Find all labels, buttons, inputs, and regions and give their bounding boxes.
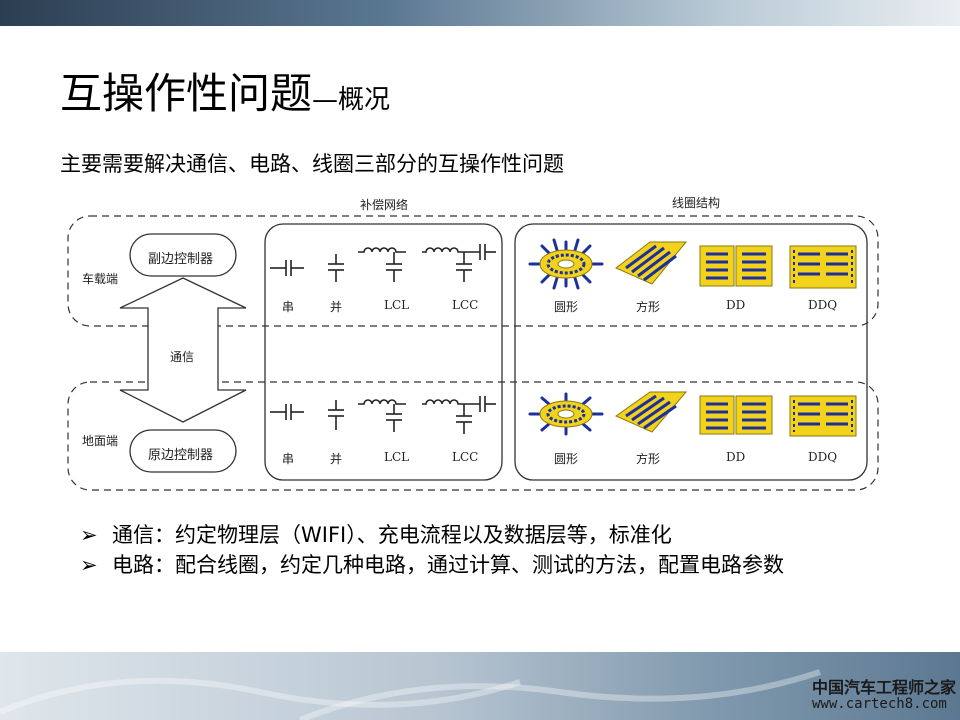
circuit-series-top [270,260,304,276]
coil-structure-box [514,223,868,481]
bullet-item: ➢ 电路：配合线圈，约定几种电路，通过计算、测试的方法，配置电路参数 [80,550,900,580]
ground-side-label: 地面端 [82,434,119,448]
slide-subtitle: 主要需要解决通信、电路、线圈三部分的互操作性问题 [60,152,564,176]
bullet-text: 电路：配合线圈，约定几种电路，通过计算、测试的方法，配置电路参数 [112,553,784,577]
header-band [0,0,960,26]
coil-label: 方形 [636,300,661,314]
slide-title: 互操作性问题—概况 [60,60,390,121]
vehicle-side-label: 车载端 [82,272,119,286]
communication-label: 通信 [170,350,195,364]
coil-structure-label: 线圈结构 [672,196,721,210]
coil-dd-bottom [699,395,773,435]
coil-label: 圆形 [554,452,579,466]
primary-controller-box [129,429,237,473]
vehicle-side-box [67,215,879,327]
arrow-bullet-icon: ➢ [80,553,98,577]
coil-ddq-bottom [789,395,857,437]
circuit-label: LCC [452,450,479,464]
coil-label: DD [726,298,746,312]
coil-label: DDQ [808,450,838,464]
title-main: 互操作性问题 [60,69,313,118]
circuit-parallel-top [328,254,344,282]
circuit-lcl-top [358,247,406,282]
title-dash: — [312,85,339,115]
coil-circular-bottom [528,392,604,436]
secondary-controller-label: 副边控制器 [148,252,214,267]
circuit-lcc-bottom [422,396,496,434]
footer-band [0,652,960,720]
circuit-label: 串 [282,300,295,314]
watermark-url: www.cartech8.com [812,696,947,712]
title-sub: 概况 [338,85,391,115]
compensation-network-box [264,223,503,481]
bullet-list: ➢ 通信：约定物理层（WIFI）、充电流程以及数据层等，标准化 ➢ 电路：配合线… [80,520,900,580]
watermark-cn: 中国汽车工程师之家 [812,678,957,697]
coil-label: DD [726,450,746,464]
coil-square-bottom [614,391,688,433]
circuit-label: 串 [282,452,295,466]
coil-label: 方形 [636,452,661,466]
circuit-parallel-bottom [328,400,344,430]
bullet-item: ➢ 通信：约定物理层（WIFI）、充电流程以及数据层等，标准化 [80,520,900,550]
coil-ddq-top [789,245,857,289]
circuit-label: 并 [330,452,343,466]
communication-arrow [119,277,247,423]
bullet-text: 通信：约定物理层（WIFI）、充电流程以及数据层等，标准化 [112,523,672,547]
coil-circular-top [528,238,604,290]
coil-label: DDQ [808,298,838,312]
coil-square-top [615,241,688,285]
circuit-lcc-top [422,244,496,282]
coil-dd-top [699,245,773,287]
circuit-label: LCC [452,298,479,312]
circuit-label: LCL [384,298,410,312]
circuit-label: LCL [384,450,410,464]
coil-label: 圆形 [554,300,579,314]
circuit-label: 并 [330,300,343,314]
arrow-bullet-icon: ➢ [80,523,98,547]
circuit-lcl-bottom [358,399,406,432]
ground-side-box [67,381,879,491]
circuit-series-bottom [270,404,304,420]
compensation-network-label: 补偿网络 [360,198,409,212]
primary-controller-label: 原边控制器 [148,448,214,463]
interoperability-diagram: 补偿网络 线圈结构 车载端 地面端 副边控制器 原边控制器 通信 串 并 LCL… [60,190,900,495]
secondary-controller-box [129,233,237,277]
